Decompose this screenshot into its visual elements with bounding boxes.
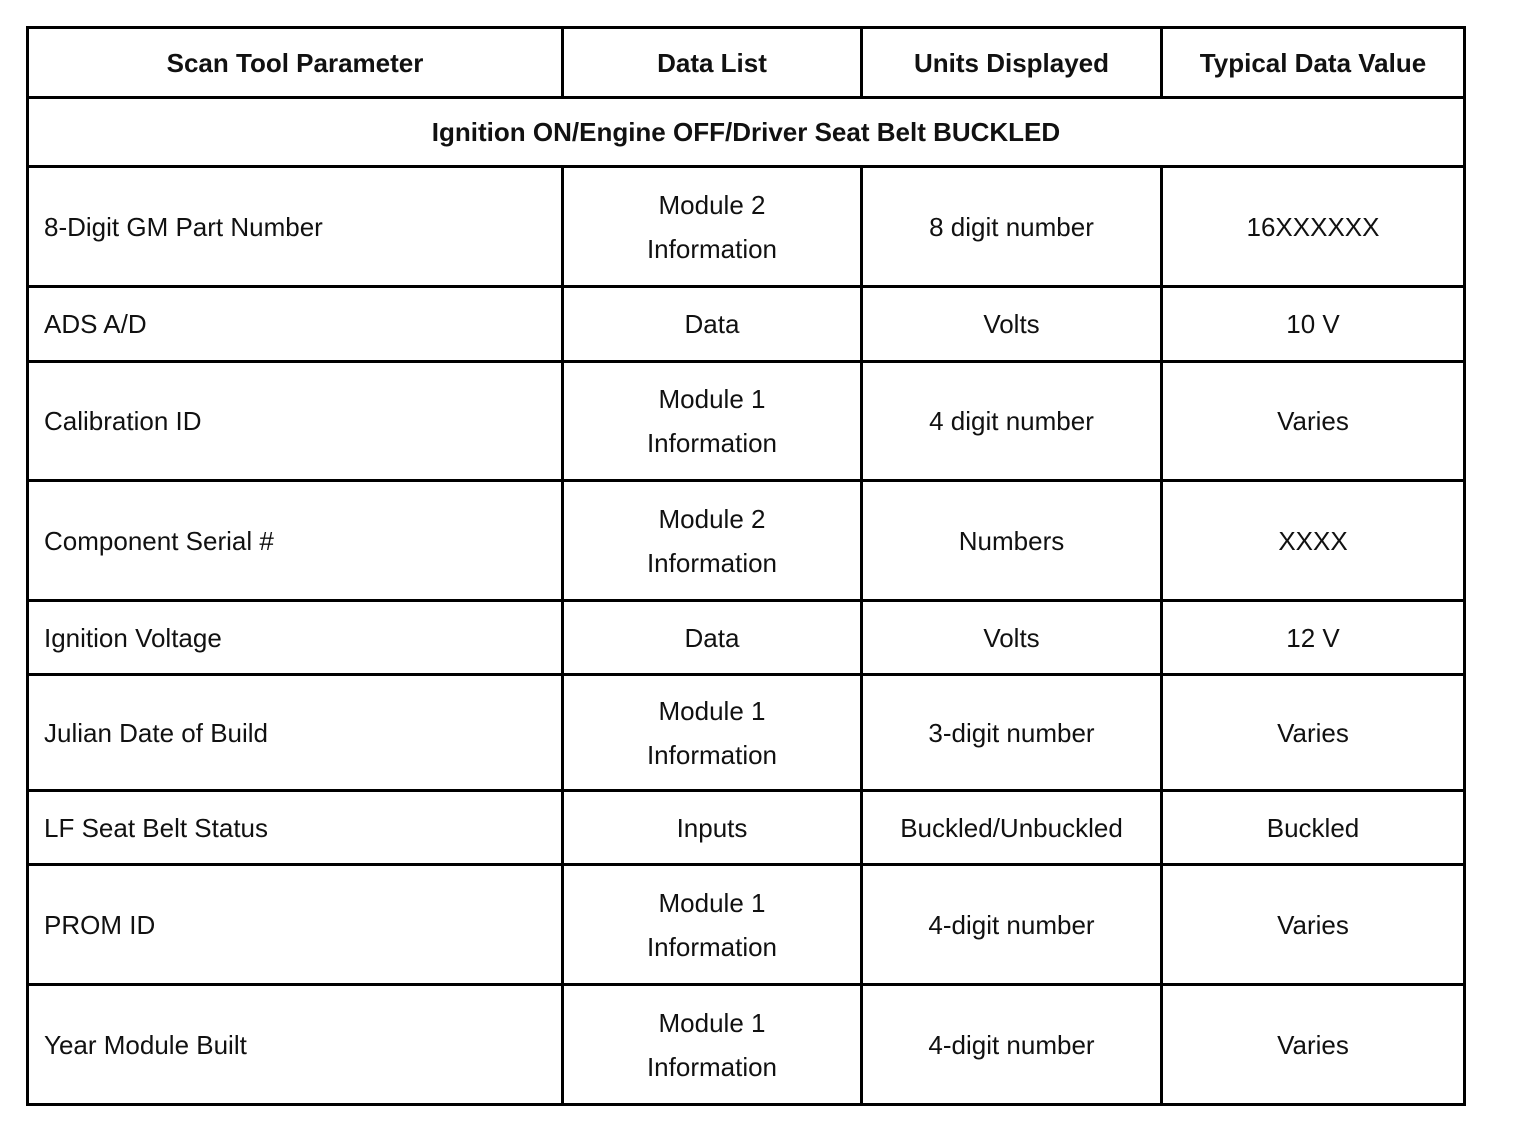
units-cell: 8 digit number <box>860 165 1163 288</box>
header-row: Scan Tool Parameter Data List Units Disp… <box>26 26 1466 99</box>
data-list-cell: Data <box>561 599 863 676</box>
data-list-cell: Module 2 Information <box>561 165 863 288</box>
typical-value-cell: Varies <box>1160 863 1466 986</box>
table-row: Component Serial # Module 2 Information … <box>26 479 1466 602</box>
parameter-cell: Ignition Voltage <box>26 599 564 676</box>
typical-value-cell: Varies <box>1160 983 1466 1106</box>
data-list-cell: Inputs <box>561 789 863 866</box>
data-list-line: Information <box>646 1051 778 1082</box>
typical-value-cell: 12 V <box>1160 599 1466 676</box>
typical-value-cell: Varies <box>1160 360 1466 482</box>
data-list-cell: Module 1 Information <box>561 673 863 792</box>
data-list-cell: Module 1 Information <box>561 863 863 986</box>
typical-value-cell: 16XXXXXX <box>1160 165 1466 288</box>
data-list-line: Information <box>646 428 778 458</box>
data-list-cell: Data <box>561 285 863 363</box>
data-list-line: Module 1 <box>658 887 766 918</box>
parameter-cell: Julian Date of Build <box>26 673 564 792</box>
table-row: PROM ID Module 1 Information 4-digit num… <box>26 863 1466 986</box>
typical-value-cell: 10 V <box>1160 285 1466 363</box>
section-row: Ignition ON/Engine OFF/Driver Seat Belt … <box>26 96 1466 168</box>
parameter-cell: Calibration ID <box>26 360 564 482</box>
data-list-line: Information <box>646 931 778 962</box>
parameter-cell: ADS A/D <box>26 285 564 363</box>
section-title: Ignition ON/Engine OFF/Driver Seat Belt … <box>26 96 1466 168</box>
data-list-cell: Module 1 Information <box>561 360 863 482</box>
header-units: Units Displayed <box>860 26 1163 99</box>
parameter-cell: 8-Digit GM Part Number <box>26 165 564 288</box>
table-row: ADS A/D Data Volts 10 V <box>26 285 1466 363</box>
units-cell: Buckled/Unbuckled <box>860 789 1163 866</box>
typical-value-cell: Varies <box>1160 673 1466 792</box>
data-list-cell: Module 1 Information <box>561 983 863 1106</box>
units-cell: 4-digit number <box>860 983 1163 1106</box>
parameter-cell: LF Seat Belt Status <box>26 789 564 866</box>
units-cell: 4 digit number <box>860 360 1163 482</box>
typical-value-cell: Buckled <box>1160 789 1466 866</box>
table-row: Ignition Voltage Data Volts 12 V <box>26 599 1466 676</box>
data-list-line: Information <box>646 547 778 578</box>
data-list-line: Module 1 <box>658 695 766 726</box>
units-cell: 3-digit number <box>860 673 1163 792</box>
data-list-line: Information <box>646 739 778 770</box>
units-cell: 4-digit number <box>860 863 1163 986</box>
data-list-cell: Module 2 Information <box>561 479 863 602</box>
units-cell: Volts <box>860 285 1163 363</box>
scan-tool-data-table: Scan Tool Parameter Data List Units Disp… <box>26 26 1466 1106</box>
header-typical-value: Typical Data Value <box>1160 26 1466 99</box>
units-cell: Volts <box>860 599 1163 676</box>
parameter-cell: Component Serial # <box>26 479 564 602</box>
header-parameter: Scan Tool Parameter <box>26 26 564 99</box>
data-list-line: Module 1 <box>658 1007 766 1038</box>
units-cell: Numbers <box>860 479 1163 602</box>
parameter-cell: Year Module Built <box>26 983 564 1106</box>
data-list-line: Module 1 <box>658 384 766 414</box>
table-row: Julian Date of Build Module 1 Informatio… <box>26 673 1466 792</box>
parameter-cell: PROM ID <box>26 863 564 986</box>
table-row: LF Seat Belt Status Inputs Buckled/Unbuc… <box>26 789 1466 866</box>
table-row: Year Module Built Module 1 Information 4… <box>26 983 1466 1106</box>
table-row: 8-Digit GM Part Number Module 2 Informat… <box>26 165 1466 288</box>
data-list-line: Module 2 <box>658 189 766 220</box>
table-row: Calibration ID Module 1 Information 4 di… <box>26 360 1466 482</box>
header-data-list: Data List <box>561 26 863 99</box>
data-list-line: Module 2 <box>658 503 766 534</box>
typical-value-cell: XXXX <box>1160 479 1466 602</box>
data-list-line: Information <box>646 233 778 264</box>
table-body: Scan Tool Parameter Data List Units Disp… <box>26 26 1466 1106</box>
